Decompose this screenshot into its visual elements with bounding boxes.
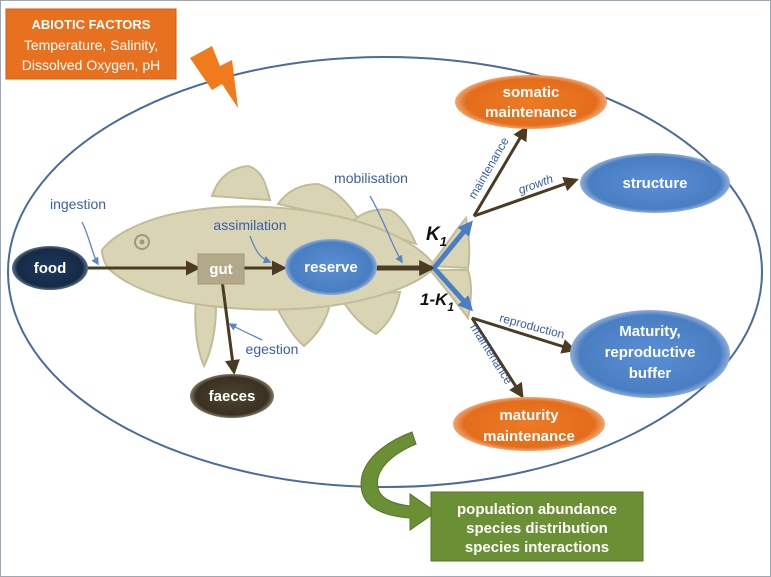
arrow-kappa-lower — [432, 266, 474, 312]
arrow-to-structure — [473, 176, 579, 218]
node-maturity-maint-line-2: maintenance — [483, 428, 575, 445]
abiotic-factors-box: ABIOTIC FACTORS Temperature, Salinity, D… — [5, 8, 177, 80]
abiotic-title: ABIOTIC FACTORS — [32, 17, 151, 32]
node-maturity-line-3: buffer — [629, 365, 672, 382]
node-somatic-maintenance: somatic maintenance — [455, 75, 607, 129]
outcome-line-3: species interactions — [465, 539, 609, 556]
node-food: food — [12, 246, 88, 290]
node-gut-label: gut — [209, 261, 232, 278]
pointer-mobilisation — [369, 195, 403, 264]
node-reserve-label: reserve — [304, 259, 357, 276]
fish-eye-icon — [134, 234, 150, 250]
node-gut: gut — [197, 253, 245, 285]
one-minus-kappa-label: 1-K1 — [420, 290, 454, 314]
arrow-to-somatic-maintenance — [472, 125, 528, 217]
node-maturity-buffer: Maturity, reproductive buffer — [570, 310, 730, 398]
node-maturity-line-1: Maturity, — [619, 323, 680, 340]
outcomes-box: population abundance species distributio… — [430, 491, 644, 562]
abiotic-line-1: Temperature, Salinity, — [24, 37, 158, 53]
node-somatic-line-2: maintenance — [485, 104, 577, 121]
arrow-kappa-upper — [432, 220, 473, 270]
node-reserve: reserve — [285, 239, 377, 295]
node-somatic-line-1: somatic — [503, 84, 560, 101]
outcome-line-2: species distribution — [466, 520, 608, 537]
node-food-label: food — [34, 260, 66, 277]
arrow-to-maturity-maintenance — [470, 317, 524, 399]
pointer-ingestion — [81, 221, 99, 266]
label-assimilation: assimilation — [213, 217, 286, 233]
node-structure: structure — [580, 153, 730, 213]
fish-pupil-icon — [139, 239, 145, 245]
label-mobilisation: mobilisation — [334, 170, 408, 186]
node-maturity-maintenance: maturity maintenance — [453, 397, 605, 451]
node-maturity-line-2: reproductive — [605, 344, 696, 361]
kappa-label: K1 — [426, 224, 447, 249]
label-egestion: egestion — [246, 341, 299, 357]
pointer-assimilation — [249, 235, 272, 264]
abiotic-line-2: Dissolved Oxygen, pH — [22, 57, 161, 73]
node-structure-label: structure — [622, 175, 687, 192]
lightning-bolt-icon — [190, 46, 238, 108]
arrow-gut-to-faeces — [220, 279, 240, 375]
node-faeces: faeces — [190, 374, 274, 418]
pointer-egestion — [228, 323, 263, 341]
node-maturity-maint-line-1: maturity — [499, 407, 559, 424]
arrow-to-maturity — [471, 316, 577, 354]
label-ingestion: ingestion — [50, 196, 106, 212]
node-faeces-label: faeces — [209, 388, 256, 405]
outcome-line-1: population abundance — [457, 501, 617, 518]
